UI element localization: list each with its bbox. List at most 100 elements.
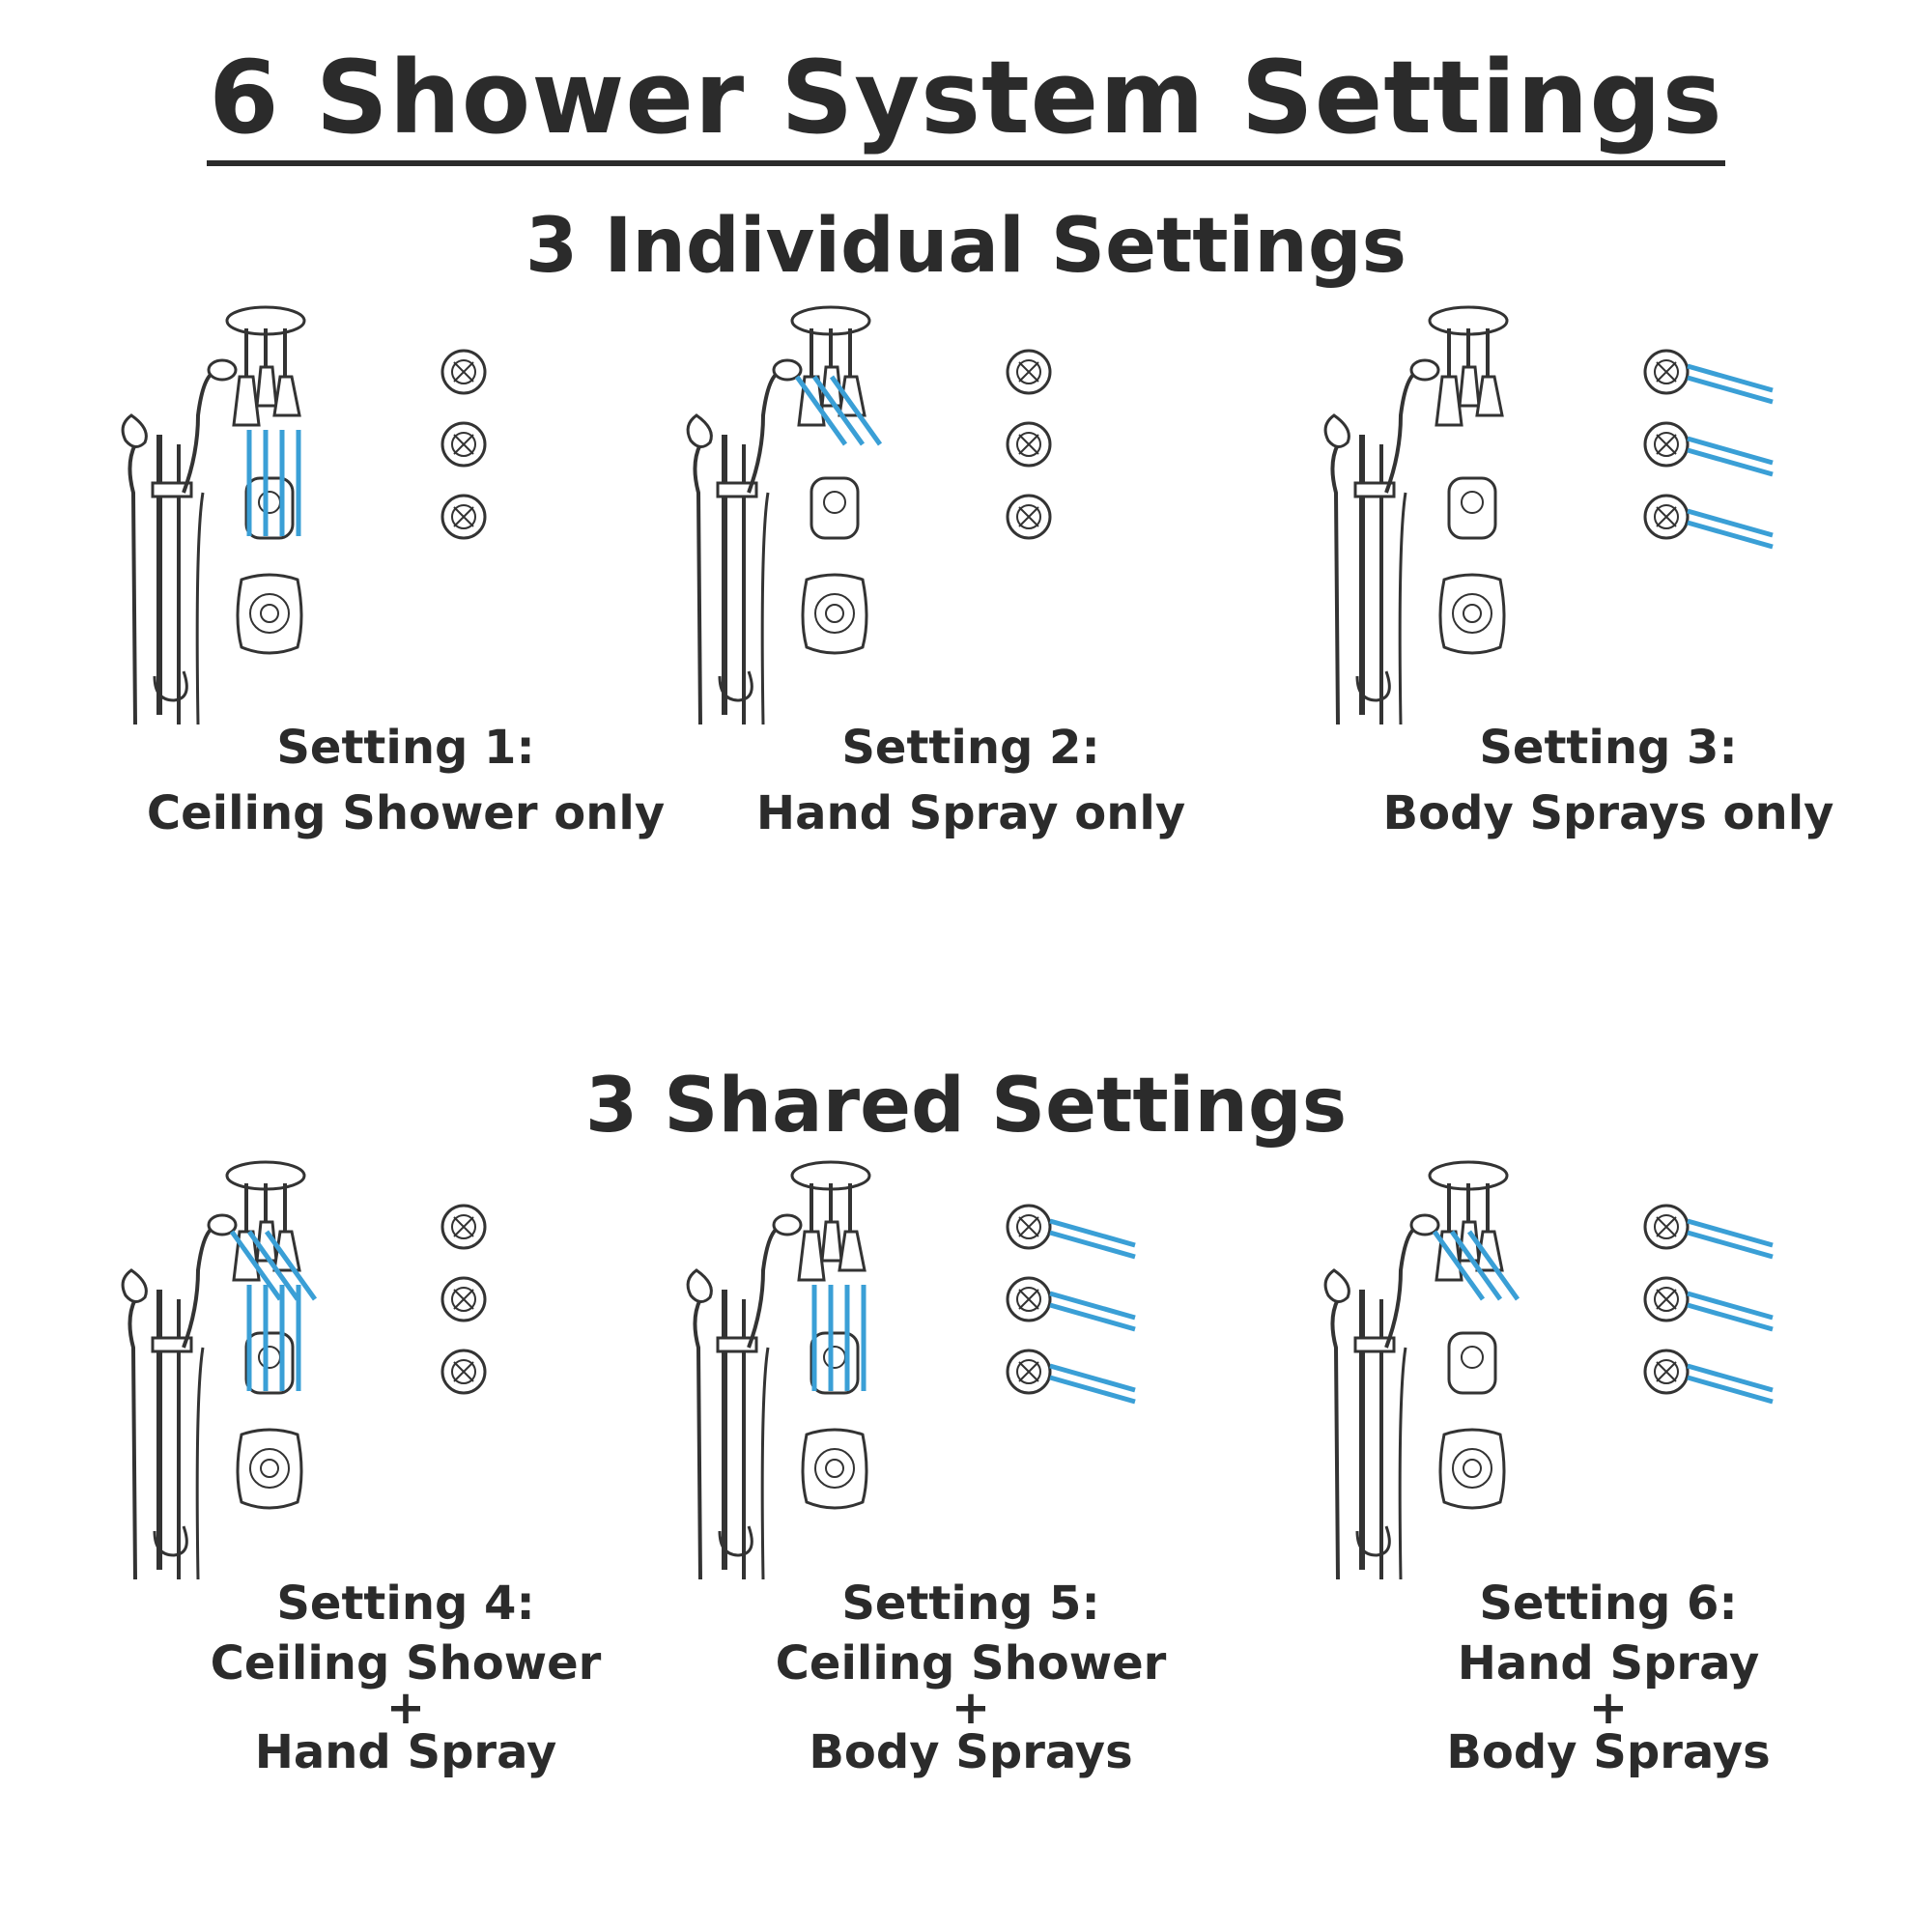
setting-illustration bbox=[686, 305, 1052, 724]
body-spray-jet-icon bbox=[1006, 1204, 1052, 1250]
hand-shower-slide-bar-icon bbox=[686, 1268, 758, 1579]
body-water-stream bbox=[1687, 375, 1774, 405]
thermostatic-valve-trim-icon bbox=[236, 1428, 303, 1510]
body-water-stream bbox=[1687, 1218, 1774, 1248]
individual-section-heading: 3 Individual Settings bbox=[525, 203, 1407, 290]
hand-shower-icon bbox=[747, 1213, 803, 1579]
body-spray-jet-icon bbox=[1643, 1349, 1690, 1395]
setting-6-plus: + bbox=[1588, 1681, 1629, 1735]
body-water-stream bbox=[1687, 520, 1774, 550]
ceiling-shower-icon bbox=[790, 1160, 871, 1282]
body-water-stream bbox=[1687, 363, 1774, 393]
body-water-stream bbox=[1049, 1218, 1136, 1248]
body-spray-jet-icon bbox=[1006, 1276, 1052, 1322]
ceiling-shower-icon bbox=[225, 1160, 306, 1282]
hand-water-stream bbox=[794, 375, 848, 446]
setting-6-line2: Body Sprays bbox=[1446, 1725, 1771, 1779]
hand-water-stream bbox=[829, 375, 883, 446]
hand-shower-slide-bar-icon bbox=[686, 413, 758, 724]
main-title: 6 Shower System Settings bbox=[0, 39, 1932, 166]
hand-shower-slide-bar-icon bbox=[121, 1268, 193, 1579]
body-spray-jet-icon bbox=[1006, 349, 1052, 395]
thermostatic-valve-trim-icon bbox=[1438, 1428, 1506, 1510]
hand-shower-icon bbox=[182, 1213, 238, 1579]
setting-illustration bbox=[121, 305, 487, 724]
hand-shower-icon bbox=[1384, 358, 1440, 724]
ceiling-shower-icon bbox=[790, 305, 871, 427]
setting-2-name: Setting 2: bbox=[841, 721, 1100, 775]
body-spray-jet-icon bbox=[1643, 421, 1690, 468]
hand-shower-slide-bar-icon bbox=[1323, 413, 1396, 724]
body-spray-jet-icon bbox=[1643, 349, 1690, 395]
body-spray-jet-icon bbox=[440, 1349, 487, 1395]
setting-4-line1: Ceiling Shower bbox=[210, 1636, 602, 1690]
ceiling-shower-icon bbox=[1428, 1160, 1509, 1282]
setting-5-name: Setting 5: bbox=[841, 1577, 1100, 1631]
setting-5-line2: Body Sprays bbox=[809, 1725, 1133, 1779]
setting-2-caption: Setting 2: Hand Spray only bbox=[671, 715, 1270, 846]
setting-4-panel: Setting 4: Ceiling Shower + Hand Spray bbox=[106, 1154, 705, 1779]
body-spray-jet-icon bbox=[440, 1276, 487, 1322]
body-spray-jet-icon bbox=[440, 494, 487, 540]
body-spray-jet-icon bbox=[1643, 1204, 1690, 1250]
setting-1-name: Setting 1: bbox=[276, 721, 535, 775]
setting-3-panel: Setting 3: Body Sprays only bbox=[1309, 299, 1908, 918]
body-water-stream bbox=[1049, 1302, 1136, 1332]
hand-water-stream bbox=[1432, 1230, 1486, 1301]
setting-3-caption: Setting 3: Body Sprays only bbox=[1309, 715, 1908, 846]
setting-3-name: Setting 3: bbox=[1479, 721, 1738, 775]
diverter-trim-icon bbox=[810, 1331, 860, 1395]
setting-illustration bbox=[686, 1160, 1136, 1579]
hand-water-stream bbox=[1466, 1230, 1520, 1301]
body-spray-jet-icon bbox=[1006, 1349, 1052, 1395]
body-water-stream bbox=[1687, 508, 1774, 538]
body-water-stream bbox=[1687, 1375, 1774, 1405]
body-water-stream bbox=[1687, 1363, 1774, 1393]
thermostatic-valve-trim-icon bbox=[801, 573, 868, 655]
hand-shower-icon bbox=[182, 358, 238, 724]
body-water-stream bbox=[1687, 1291, 1774, 1321]
diverter-trim-icon bbox=[244, 476, 295, 540]
body-water-stream bbox=[1687, 1230, 1774, 1260]
body-water-stream bbox=[1049, 1363, 1136, 1393]
body-water-stream bbox=[1049, 1375, 1136, 1405]
setting-illustration bbox=[121, 1160, 487, 1579]
setting-illustration bbox=[1323, 1160, 1774, 1579]
setting-5-line1: Ceiling Shower bbox=[775, 1636, 1167, 1690]
ceiling-shower-icon bbox=[1428, 305, 1509, 427]
setting-5-caption: Setting 5: Ceiling Shower + Body Sprays bbox=[671, 1570, 1270, 1779]
setting-1-caption: Setting 1: Ceiling Shower only bbox=[106, 715, 705, 846]
shared-section-heading: 3 Shared Settings bbox=[584, 1063, 1348, 1150]
body-water-stream bbox=[1687, 436, 1774, 466]
hand-water-stream bbox=[1449, 1230, 1503, 1301]
setting-2-panel: Setting 2: Hand Spray only bbox=[671, 299, 1270, 918]
setting-6-line1: Hand Spray bbox=[1457, 1636, 1760, 1690]
body-spray-jet-icon bbox=[1643, 494, 1690, 540]
hand-shower-icon bbox=[747, 358, 803, 724]
setting-6-caption: Setting 6: Hand Spray + Body Sprays bbox=[1309, 1570, 1908, 1779]
hand-shower-slide-bar-icon bbox=[121, 413, 193, 724]
body-spray-jet-icon bbox=[440, 421, 487, 468]
setting-4-line2: Hand Spray bbox=[254, 1725, 557, 1779]
body-water-stream bbox=[1049, 1230, 1136, 1260]
setting-3-desc: Body Sprays only bbox=[1382, 786, 1834, 840]
body-water-stream bbox=[1687, 447, 1774, 477]
diverter-trim-icon bbox=[244, 1331, 295, 1395]
body-spray-jet-icon bbox=[1006, 421, 1052, 468]
hand-shower-icon bbox=[1384, 1213, 1440, 1579]
setting-illustration bbox=[1323, 305, 1774, 724]
body-water-stream bbox=[1687, 1302, 1774, 1332]
diverter-trim-icon bbox=[1447, 476, 1497, 540]
setting-2-desc: Hand Spray only bbox=[755, 786, 1186, 840]
ceiling-shower-icon bbox=[225, 305, 306, 427]
hand-water-stream bbox=[264, 1230, 318, 1301]
hand-water-stream bbox=[229, 1230, 283, 1301]
setting-4-caption: Setting 4: Ceiling Shower + Hand Spray bbox=[106, 1570, 705, 1779]
diverter-trim-icon bbox=[1447, 1331, 1497, 1395]
setting-1-panel: Setting 1: Ceiling Shower only bbox=[106, 299, 705, 918]
hand-water-stream bbox=[246, 1230, 300, 1301]
body-spray-jet-icon bbox=[1006, 494, 1052, 540]
setting-5-plus: + bbox=[951, 1681, 991, 1735]
hand-water-stream bbox=[811, 375, 866, 446]
body-water-stream bbox=[1049, 1291, 1136, 1321]
